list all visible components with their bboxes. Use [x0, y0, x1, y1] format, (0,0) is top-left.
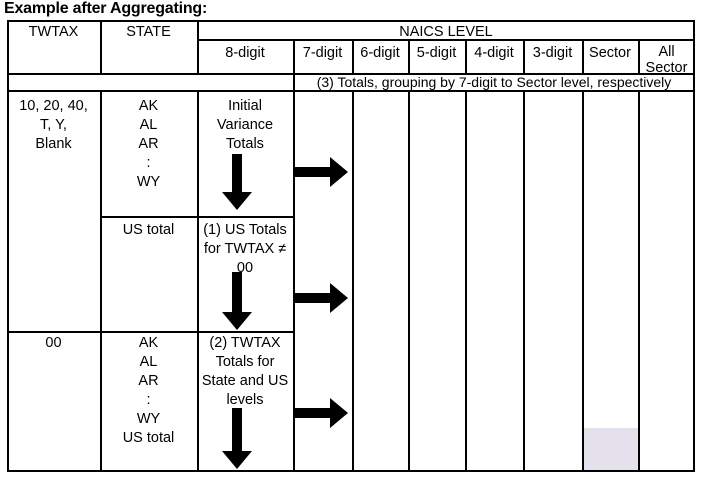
arrow-stem — [295, 408, 330, 418]
col-line-3digit-sector-lower — [582, 90, 584, 472]
col-line-5digit-4digit-upper — [465, 39, 467, 75]
col-line-7digit-6digit-upper — [352, 39, 354, 75]
arrow-stem — [232, 154, 242, 192]
cell-state-group2: US total — [122, 222, 175, 238]
right-arrow-3-icon — [295, 398, 348, 428]
header-twtax: TWTAX — [28, 24, 79, 40]
header-naics-level: NAICS LEVEL — [399, 24, 493, 40]
header-state: STATE — [126, 24, 171, 40]
col-line-4digit-3digit-upper — [523, 39, 525, 75]
arrow-head — [222, 312, 252, 330]
header-level-4digit: 4-digit — [474, 45, 514, 61]
header-level-6digit: 6-digit — [360, 45, 400, 61]
cell-8digit-group3: (2) TWTAX Totals for State and US levels — [201, 335, 289, 408]
down-arrow-3-icon — [222, 408, 252, 469]
header-bottom-line — [7, 73, 695, 75]
arrow-stem — [295, 167, 330, 177]
totals-note: (3) Totals, grouping by 7-digit to Secto… — [316, 74, 672, 90]
col-line-state-8digit-upper — [197, 20, 199, 75]
header-level-8digit: 8-digit — [225, 45, 265, 61]
col-line-7digit-6digit-lower — [352, 90, 354, 472]
cell-twtax-group1: 10, 20, 40, T, Y, Blank — [19, 98, 88, 152]
col-line-twtax-state-upper — [100, 20, 102, 75]
cell-twtax-group3: 00 — [45, 335, 62, 351]
arrow-head — [222, 192, 252, 210]
col-line-6digit-5digit-lower — [408, 90, 410, 472]
naics-underline — [197, 39, 695, 41]
arrow-head — [330, 157, 348, 187]
highlight-cell-sector — [584, 428, 638, 470]
col-line-sector-allsector-upper — [638, 39, 640, 75]
arrow-stem — [232, 272, 242, 312]
header-level-7digit: 7-digit — [302, 45, 343, 61]
col-line-5digit-4digit-lower — [465, 90, 467, 472]
arrow-head — [222, 451, 252, 469]
totals-row-bottom-line — [7, 90, 695, 92]
down-arrow-1-icon — [222, 154, 252, 210]
table-border-right — [693, 20, 695, 472]
cell-state-group1: AK AL AR : WY — [136, 98, 161, 190]
header-level-all-sector: All Sector — [645, 44, 688, 76]
cell-8digit-group2: (1) US Totals for TWTAX ≠ 00 — [203, 222, 287, 276]
arrow-stem — [232, 408, 242, 451]
right-arrow-2-icon — [295, 283, 348, 313]
table-border-left — [7, 20, 9, 472]
col-line-state-8digit-lower — [197, 90, 199, 472]
arrow-head — [330, 283, 348, 313]
col-line-3digit-sector-upper — [582, 39, 584, 75]
col-line-sector-allsector-lower — [638, 90, 640, 472]
col-line-4digit-3digit-lower — [523, 90, 525, 472]
table-border-top — [7, 20, 695, 22]
row-divider-00 — [7, 331, 295, 333]
col-line-twtax-state-lower — [100, 90, 102, 472]
header-level-5digit: 5-digit — [416, 45, 457, 61]
right-arrow-1-icon — [295, 157, 348, 187]
down-arrow-2-icon — [222, 272, 252, 330]
cell-state-group3: AK AL AR : WY US total — [122, 335, 175, 446]
arrow-head — [330, 398, 348, 428]
header-level-3digit: 3-digit — [532, 45, 573, 61]
header-level-sector: Sector — [589, 45, 631, 61]
page-title: Example after Aggregating: — [4, 0, 208, 17]
arrow-stem — [295, 293, 330, 303]
cell-8digit-group1: Initial Variance Totals — [216, 98, 274, 152]
col-line-8digit-7digit — [293, 39, 295, 472]
table-border-bottom — [7, 470, 695, 472]
col-line-6digit-5digit-upper — [408, 39, 410, 75]
